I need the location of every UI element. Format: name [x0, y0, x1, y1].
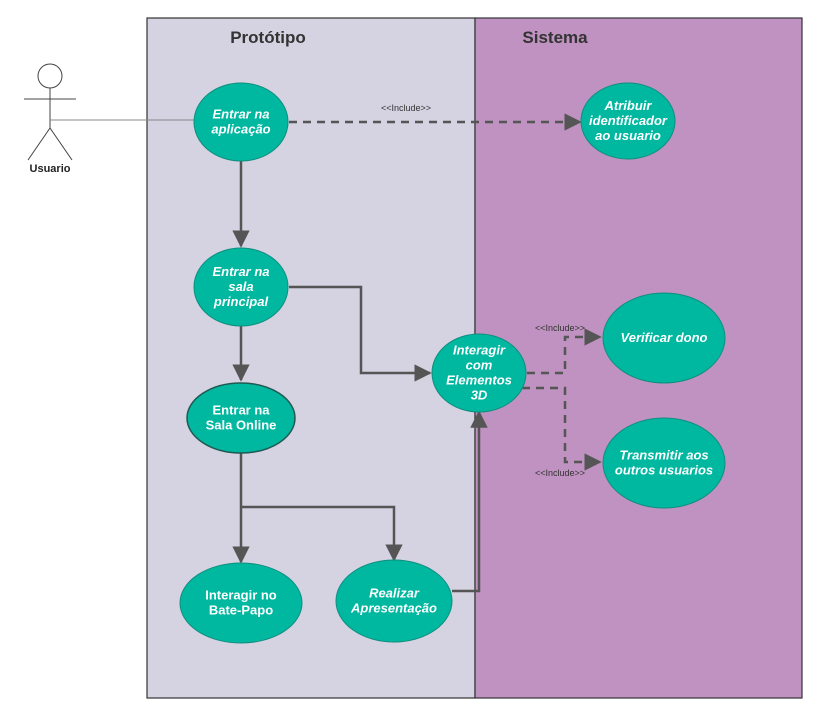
use-case-label-line: Entrar na	[212, 403, 270, 418]
flow-connectors	[232, 160, 488, 593]
actor-head	[37, 63, 63, 89]
use-case-shape	[179, 562, 303, 644]
use-case-label-line: Atribuir	[604, 98, 653, 113]
edge-sala-principal-to-elementos-3d	[289, 285, 432, 382]
use-case-shape	[186, 382, 296, 454]
use-case-label-line: sala	[228, 279, 253, 294]
use-case-label: Verificar dono	[621, 330, 708, 345]
use-case-label-line: Interagir no	[205, 588, 277, 603]
include-label-atribuir: <<Include>>	[381, 103, 431, 113]
use-case-label-line: aplicação	[211, 122, 270, 137]
use-case-label-line: identificador	[589, 113, 668, 128]
use-case-label-line: Elementos	[446, 373, 512, 388]
use-case-label-line: Interagir	[453, 343, 506, 358]
use-case-label-line: Sala Online	[206, 418, 277, 433]
actor-right-leg	[49, 127, 73, 161]
use-case-label-line: com	[466, 358, 493, 373]
include-label-transmitir: <<Include>>	[535, 468, 585, 478]
include-edge-transmitir	[522, 386, 602, 471]
actor-usuario	[24, 63, 76, 161]
use-case-label-line: 3D	[471, 388, 488, 403]
use-case-shape	[193, 82, 289, 162]
use-case-shape	[602, 417, 726, 509]
use-case-label-line: principal	[213, 294, 269, 309]
edge-apresentacao-to-elementos-3d	[452, 410, 488, 593]
include-label-verificar: <<Include>>	[535, 323, 585, 333]
use-case-shape	[193, 247, 289, 327]
use-case-shape	[335, 559, 453, 643]
system-lane-title: Sistema	[522, 28, 588, 47]
use-case-shape	[602, 292, 726, 384]
include-connectors	[289, 113, 602, 471]
use-case-verificar-dono[interactable]: Verificar dono	[602, 292, 726, 384]
use-case-label-line: Entrar na	[212, 107, 269, 122]
use-case-label-line: Realizar	[369, 586, 420, 601]
actor-left-leg	[27, 127, 51, 161]
edge-sala-online-to-apresentacao	[241, 505, 403, 562]
use-case-label-line: ao usuario	[595, 128, 661, 143]
use-case-label-line: Transmitir aos	[619, 448, 708, 463]
use-case-label-line: outros usuarios	[615, 463, 713, 478]
prototype-lane-title: Protótipo	[230, 28, 306, 47]
include-edge-verificar	[527, 328, 602, 375]
actor-label: Usuario	[30, 163, 71, 175]
use-case-label-line: Verificar dono	[621, 330, 708, 345]
use-case-label-line: Apresentação	[350, 601, 437, 616]
use-case-label-line: Bate-Papo	[209, 603, 273, 618]
use-case-shape	[431, 333, 527, 413]
use-case-label-line: Entrar na	[212, 264, 269, 279]
use-case-shape	[580, 82, 676, 160]
